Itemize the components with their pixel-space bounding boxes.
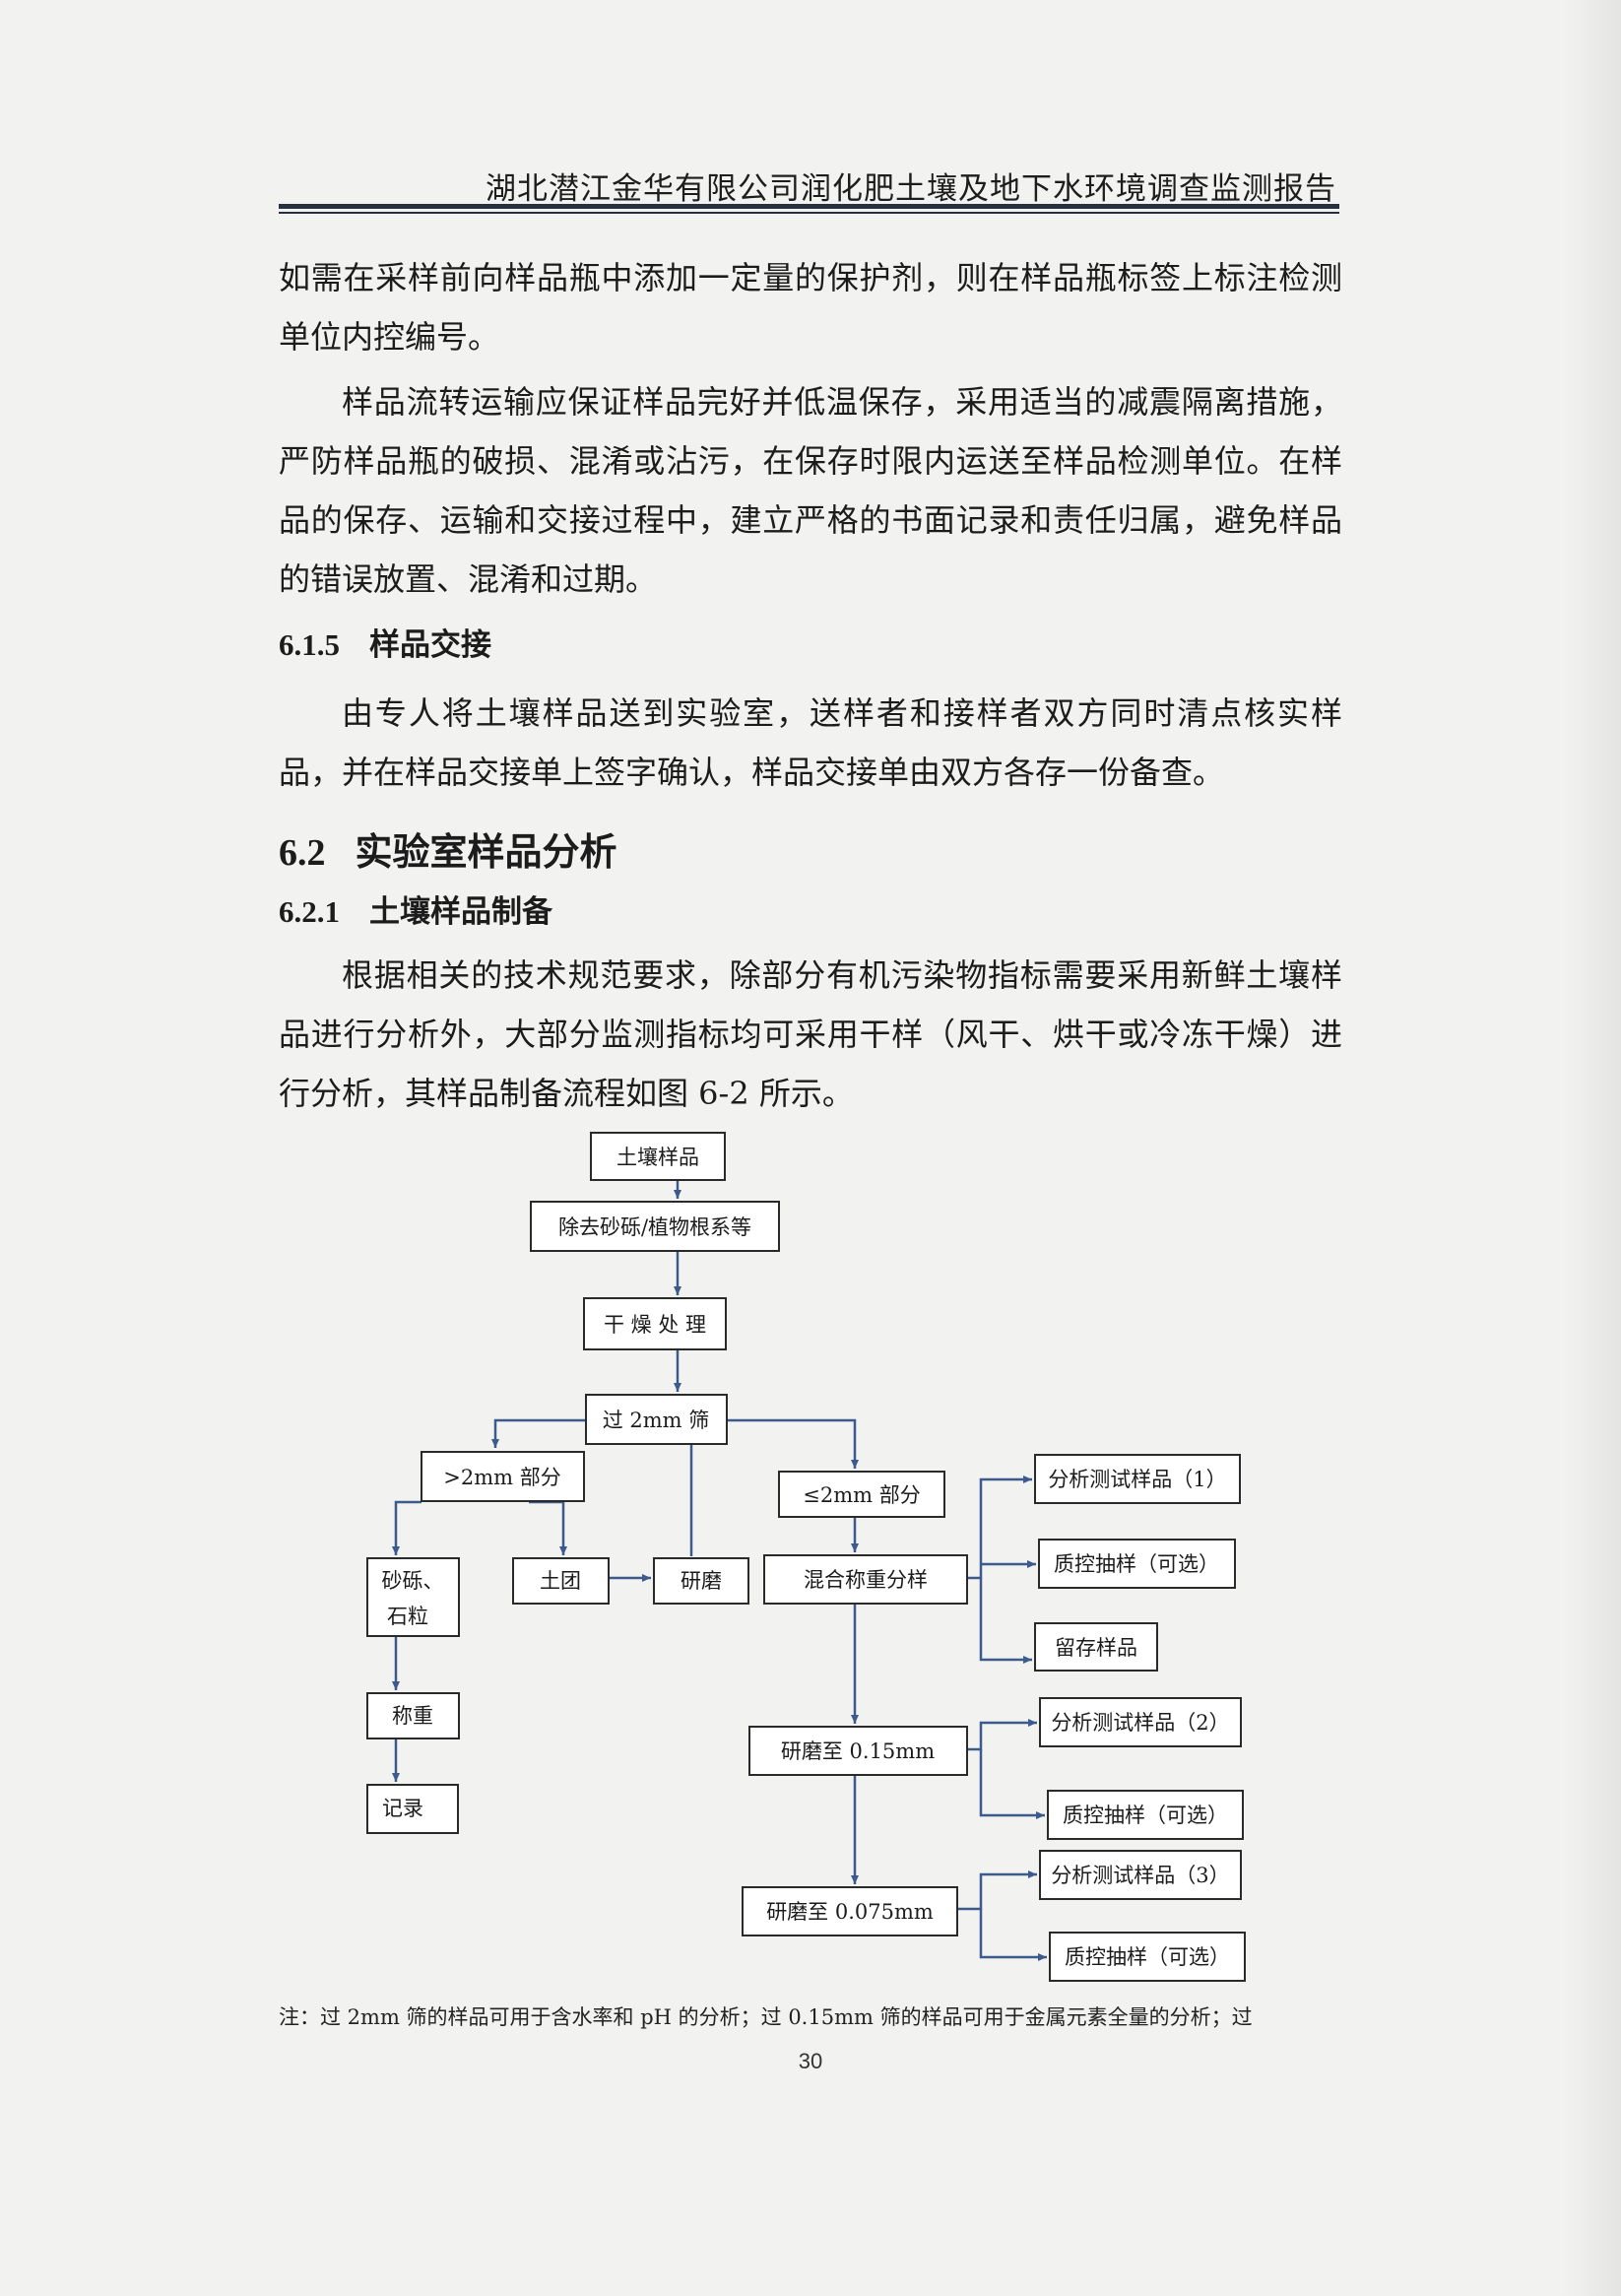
svg-text:分析测试样品（2）: 分析测试样品（2） bbox=[1051, 1711, 1229, 1735]
svg-text:除去砂砾/植物根系等: 除去砂砾/植物根系等 bbox=[558, 1215, 751, 1239]
arrow-grind0075-to-qc bbox=[979, 1909, 1047, 1961]
arrow-grind015-to-qc bbox=[979, 1749, 1045, 1819]
running-header: 湖北潜江金华有限公司润化肥土壤及地下水环境调查监测报告 bbox=[486, 171, 1336, 207]
paragraph-preservative: 如需在采样前向样品瓶中添加一定量的保护剂，则在样品瓶标签上标注检测单位内控编号。 bbox=[279, 259, 1342, 356]
svg-text:留存样品: 留存样品 bbox=[1055, 1636, 1137, 1660]
flow-node-retained-sample: 留存样品 bbox=[1034, 1622, 1158, 1672]
svg-text:>2mm 部分: >2mm 部分 bbox=[443, 1466, 560, 1489]
flow-node-record: 记录 bbox=[366, 1784, 459, 1834]
svg-text:砂砾、: 砂砾、 bbox=[382, 1569, 444, 1593]
svg-text:土壤样品: 土壤样品 bbox=[616, 1146, 699, 1169]
flow-node-grind-0075mm: 研磨至 0.075mm bbox=[742, 1886, 958, 1936]
svg-text:分析测试样品（1）: 分析测试样品（1） bbox=[1048, 1468, 1226, 1491]
page-number: 30 bbox=[798, 2049, 823, 2073]
flow-node-qc-sample-3: 质控抽样（可选） bbox=[1049, 1932, 1246, 1982]
arrow-grind015-to-test2 bbox=[967, 1719, 1037, 1751]
flow-node-qc-sample-2: 质控抽样（可选） bbox=[1047, 1790, 1244, 1840]
header-rule bbox=[279, 204, 1339, 209]
svg-text:质控抽样（可选）: 质控抽样（可选） bbox=[1054, 1552, 1219, 1576]
svg-text:混合称重分样: 混合称重分样 bbox=[804, 1568, 928, 1592]
arrow-sieve-to-coarse bbox=[491, 1418, 586, 1448]
flow-node-soil-clod: 土团 bbox=[512, 1557, 610, 1605]
scan-edge-shadow bbox=[1562, 0, 1621, 2296]
flow-node-remove-debris: 除去砂砾/植物根系等 bbox=[530, 1201, 780, 1252]
svg-text:记录: 记录 bbox=[382, 1797, 423, 1820]
section-number: 6.2.1 bbox=[279, 894, 340, 929]
flow-node-qc-sample-1: 质控抽样（可选） bbox=[1038, 1539, 1236, 1589]
section-heading-6-2-1: 6.2.1 土壤样品制备 bbox=[279, 886, 552, 931]
svg-text:分析测试样品（3）: 分析测试样品（3） bbox=[1051, 1864, 1229, 1887]
flow-node-sieve-2mm: 过 2mm 筛 bbox=[585, 1394, 728, 1445]
arrow-coarse-to-clod bbox=[529, 1500, 567, 1555]
header-rule-thin bbox=[279, 212, 1339, 214]
section-number: 6.2 bbox=[279, 832, 326, 874]
flow-node-test-sample-3: 分析测试样品（3） bbox=[1039, 1850, 1242, 1900]
figure-note: 注：过 2mm 筛的样品可用于含水率和 pH 的分析；过 0.15mm 筛的样品… bbox=[279, 2005, 1253, 2029]
svg-text:石粒: 石粒 bbox=[387, 1605, 428, 1628]
flow-node-fine-fraction: ≤2mm 部分 bbox=[778, 1471, 945, 1518]
svg-text:质控抽样（可选）: 质控抽样（可选） bbox=[1063, 1804, 1228, 1827]
section-title: 实验室样品分析 bbox=[355, 829, 617, 874]
section-number: 6.1.5 bbox=[279, 627, 340, 662]
svg-text:≤2mm 部分: ≤2mm 部分 bbox=[803, 1483, 920, 1507]
flow-node-weigh: 称重 bbox=[366, 1692, 460, 1739]
flow-node-test-sample-2: 分析测试样品（2） bbox=[1039, 1697, 1242, 1747]
arrow-mix-to-test1 bbox=[967, 1476, 1032, 1580]
svg-text:土团: 土团 bbox=[540, 1569, 581, 1593]
svg-text:称重: 称重 bbox=[392, 1704, 433, 1728]
flow-node-soil-sample: 土壤样品 bbox=[590, 1132, 726, 1181]
arrow-coarse-to-gravel bbox=[392, 1500, 421, 1555]
section-title: 样品交接 bbox=[369, 627, 491, 663]
arrow-grind0075-to-test3 bbox=[957, 1870, 1037, 1911]
paragraph-preparation: 根据相关的技术规范要求，除部分有机污染物指标需要采用新鲜土壤样品进行分析外，大部… bbox=[279, 956, 1342, 1112]
flow-node-gravel: 砂砾、 石粒 bbox=[366, 1557, 460, 1637]
svg-text:干 燥 处 理: 干 燥 处 理 bbox=[604, 1313, 706, 1337]
flow-node-mix-weigh-split: 混合称重分样 bbox=[763, 1554, 968, 1605]
flow-node-grind: 研磨 bbox=[653, 1557, 749, 1605]
svg-text:研磨: 研磨 bbox=[681, 1569, 722, 1593]
svg-text:研磨至 0.075mm: 研磨至 0.075mm bbox=[766, 1900, 934, 1924]
section-title: 土壤样品制备 bbox=[369, 894, 552, 930]
flow-node-drying: 干 燥 处 理 bbox=[583, 1297, 727, 1350]
section-heading-6-2: 6.2 实验室样品分析 bbox=[279, 821, 617, 876]
arrow-mix-to-retained bbox=[979, 1578, 1032, 1664]
svg-text:质控抽样（可选）: 质控抽样（可选） bbox=[1065, 1945, 1230, 1969]
svg-text:研磨至 0.15mm: 研磨至 0.15mm bbox=[781, 1739, 935, 1763]
flow-node-coarse-fraction: >2mm 部分 bbox=[421, 1451, 585, 1502]
paragraph-transport: 样品流转运输应保证样品完好并低温保存，采用适当的减震隔离措施，严防样品瓶的破损、… bbox=[279, 383, 1342, 598]
svg-text:过 2mm 筛: 过 2mm 筛 bbox=[603, 1409, 710, 1432]
flow-node-test-sample-1: 分析测试样品（1） bbox=[1034, 1454, 1241, 1504]
section-heading-6-1-5: 6.1.5 样品交接 bbox=[279, 620, 491, 664]
flow-node-grind-015mm: 研磨至 0.15mm bbox=[748, 1726, 968, 1776]
arrow-sieve-to-fine bbox=[727, 1418, 859, 1469]
paragraph-handover: 由专人将土壤样品送到实验室，送样者和接样者双方同时清点核实样品，并在样品交接单上… bbox=[279, 694, 1342, 791]
